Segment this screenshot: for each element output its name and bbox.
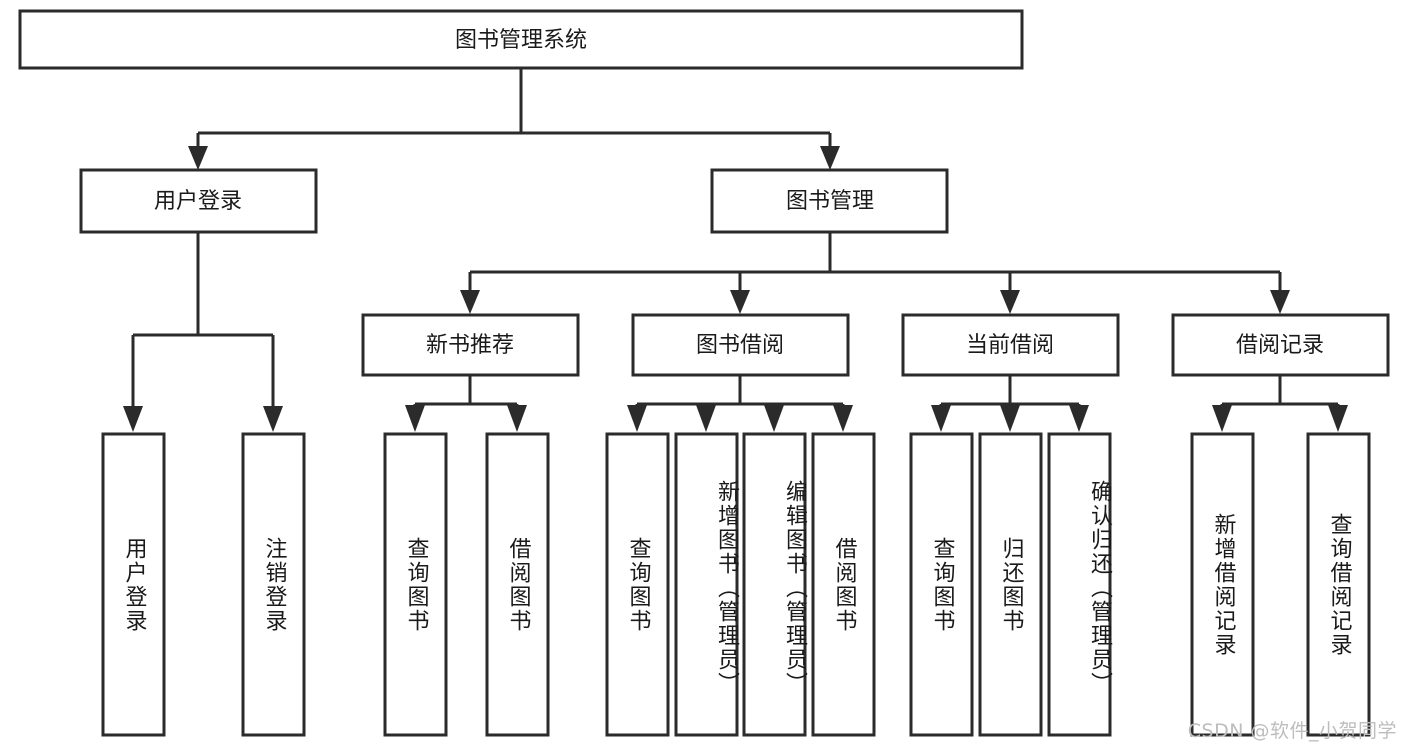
node-box-leaf-borrow-book-2[interactable] [811, 432, 876, 737]
connectors-layer [123, 68, 1348, 432]
node-label-user-login: 用户登录 [154, 189, 242, 214]
node-box-leaf-edit-book[interactable] [742, 432, 807, 737]
node-box-leaf-add-book[interactable] [674, 432, 739, 737]
node-label-new-book-recommend: 新书推荐 [426, 333, 514, 358]
arrow-head-new-book-recommend [460, 290, 480, 314]
arrow-head-book-management [820, 146, 840, 170]
nodes-layer: 图书管理系统 用户登录 图书管理 新书推荐 图书借阅 当前借阅 借阅记录 [18, 9, 1390, 737]
node-box-new-book-recommend[interactable] [361, 313, 580, 377]
node-label-borrow-record: 借阅记录 [1236, 333, 1324, 358]
arrow-head-borrow-record [1270, 290, 1290, 314]
arrow-head-leaf-confirm-return [1069, 405, 1089, 432]
node-box-book-borrow[interactable] [631, 313, 850, 377]
node-box-borrow-record[interactable] [1171, 313, 1390, 377]
node-label-current-borrow: 当前借阅 [966, 333, 1054, 358]
node-box-user-login[interactable] [79, 168, 318, 234]
arrow-head-leaf-add-book [696, 405, 716, 432]
node-box-leaf-query-record[interactable] [1306, 432, 1371, 737]
arrow-head-leaf-query-book-2 [627, 405, 647, 432]
node-box-book-management[interactable] [710, 168, 949, 234]
node-box-leaf-return-book[interactable] [978, 432, 1043, 737]
node-box-leaf-query-book-2[interactable] [605, 432, 670, 737]
arrow-head-leaf-edit-book [764, 405, 784, 432]
arrow-head-leaf-query-record [1328, 405, 1348, 432]
arrow-head-user-login [188, 146, 208, 170]
node-box-leaf-user-login[interactable] [101, 432, 166, 737]
node-box-leaf-add-record[interactable] [1190, 432, 1255, 737]
node-box-leaf-query-book-1[interactable] [383, 432, 448, 737]
node-label-root: 图书管理系统 [455, 28, 587, 53]
arrow-head-leaf-user-login [123, 406, 143, 432]
arrow-head-leaf-query-book-3 [931, 405, 951, 432]
node-box-leaf-logout-login[interactable] [241, 432, 306, 737]
node-box-root[interactable] [18, 9, 1024, 70]
arrow-head-leaf-query-book-1 [405, 405, 425, 432]
node-box-leaf-borrow-book-1[interactable] [485, 432, 550, 737]
node-label-book-borrow: 图书借阅 [696, 333, 784, 358]
watermark-text: CSDN @软件_小贺同学 [1187, 720, 1397, 742]
arrow-head-current-borrow [1000, 290, 1020, 314]
arrow-head-leaf-return-book [1000, 405, 1020, 432]
node-box-leaf-confirm-return[interactable] [1047, 432, 1112, 737]
arrow-head-leaf-borrow-book-1 [507, 405, 527, 432]
arrow-head-leaf-logout-login [263, 406, 283, 432]
node-box-leaf-query-book-3[interactable] [909, 432, 974, 737]
arrow-head-leaf-add-record [1212, 405, 1232, 432]
arrow-head-book-borrow [730, 290, 750, 314]
node-label-book-management: 图书管理 [786, 189, 874, 214]
arrow-head-leaf-borrow-book-2 [833, 405, 853, 432]
node-box-current-borrow[interactable] [901, 313, 1120, 377]
